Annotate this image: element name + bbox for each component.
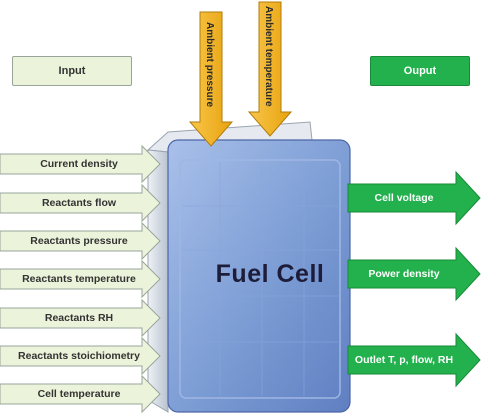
cell-grid — [182, 162, 338, 396]
input-label-cell-temperature: Cell temperature — [37, 388, 121, 400]
output-label-power-density: Power density — [368, 268, 440, 280]
input-arrows — [0, 144, 161, 414]
input-arrow — [0, 221, 161, 261]
output-arrow — [347, 332, 481, 388]
input-label-current-density: Current density — [40, 158, 118, 170]
ambient-arrows — [188, 1, 293, 147]
ambient-temperature-arrow — [247, 1, 293, 137]
input-label-reactants-flow: Reactants flow — [41, 197, 117, 209]
input-arrow — [0, 183, 161, 223]
ambient-temperature-label: Ambient temperature — [263, 6, 274, 107]
input-label-reactants-stoichiometry: Reactants stoichiometry — [18, 350, 140, 362]
input-label-reactants-temperature: Reactants temperature — [22, 273, 136, 285]
fuel-cell-label: Fuel Cell — [215, 260, 325, 288]
output-header: Ouput — [370, 56, 470, 86]
input-label-reactants-pressure: Reactants pressure — [30, 235, 128, 247]
input-label-reactants-rh: Reactants RH — [44, 312, 114, 324]
output-arrows — [347, 170, 481, 388]
ambient-pressure-arrow — [188, 11, 234, 147]
ambient-pressure-label: Ambient pressure — [204, 22, 215, 108]
output-label-cell-voltage: Cell voltage — [374, 192, 434, 204]
output-arrow — [347, 170, 481, 226]
input-arrow — [0, 298, 161, 338]
input-header: Input — [12, 56, 132, 86]
output-label-outlet: Outlet T, p, flow, RH — [354, 354, 454, 366]
input-arrow — [0, 259, 161, 299]
input-arrow — [0, 144, 161, 184]
input-arrow — [0, 336, 161, 376]
input-arrow — [0, 374, 161, 414]
output-arrow — [347, 246, 481, 302]
cell-inner-frame — [179, 159, 341, 399]
